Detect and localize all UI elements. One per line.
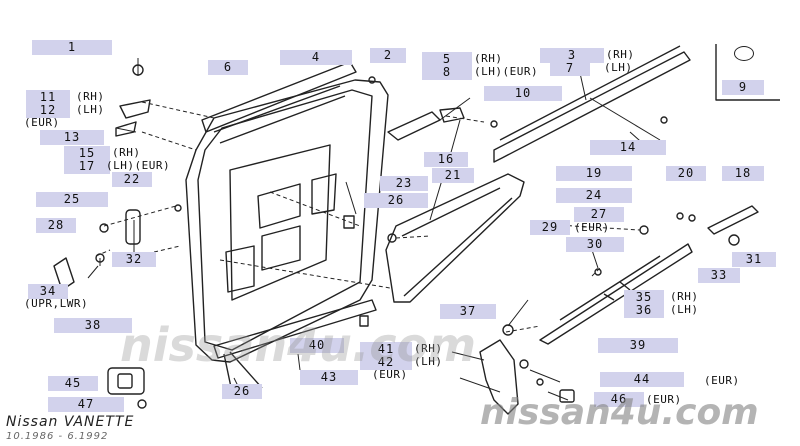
part-label-26a[interactable]: 26 <box>364 193 428 208</box>
note-8: (LH)(EUR) <box>474 65 539 78</box>
part-label-17[interactable]: 17 <box>64 159 110 174</box>
part-label-28[interactable]: 28 <box>36 218 76 233</box>
part-label-47[interactable]: 47 <box>48 397 124 412</box>
part-label-45[interactable]: 45 <box>48 376 98 391</box>
part-label-2[interactable]: 2 <box>370 48 406 63</box>
part-label-11[interactable]: 11 <box>26 90 70 105</box>
part-label-15[interactable]: 15 <box>64 146 110 161</box>
part-label-1[interactable]: 1 <box>32 40 112 55</box>
part-label-4[interactable]: 4 <box>280 50 352 65</box>
part-label-36[interactable]: 36 <box>624 303 664 318</box>
part-label-6[interactable]: 6 <box>208 60 248 75</box>
note-44: (EUR) <box>704 374 740 387</box>
part-label-35[interactable]: 35 <box>624 290 664 305</box>
part-label-24[interactable]: 24 <box>556 188 632 203</box>
door-frame <box>185 79 389 363</box>
note-5: (RH) <box>474 52 503 65</box>
note-11: (RH) <box>76 90 105 103</box>
watermark-bottom-right: nissan4u.com <box>480 392 759 433</box>
part-label-26b[interactable]: 26 <box>222 384 262 399</box>
part-label-43[interactable]: 43 <box>300 370 358 385</box>
part-label-41[interactable]: 41 <box>360 342 412 357</box>
part-label-31[interactable]: 31 <box>732 252 776 267</box>
note-7: (LH) <box>604 61 633 74</box>
note-35: (RH) <box>670 290 699 303</box>
part-label-38[interactable]: 38 <box>54 318 132 333</box>
part-label-18[interactable]: 18 <box>722 166 764 181</box>
note-27: (EUR) <box>574 221 610 234</box>
upper-roller <box>387 107 465 141</box>
part-label-25[interactable]: 25 <box>36 192 108 207</box>
part-label-34[interactable]: 34 <box>28 284 68 299</box>
note-3: (RH) <box>606 48 635 61</box>
part-label-29[interactable]: 29 <box>530 220 570 235</box>
note-15: (RH) <box>112 146 141 159</box>
part-label-33[interactable]: 33 <box>698 268 740 283</box>
trim-panel <box>385 173 525 303</box>
model-name: Nissan VANETTE <box>6 414 135 430</box>
note-46: (EUR) <box>646 393 682 406</box>
part-label-5[interactable]: 5 <box>422 52 472 67</box>
part-label-16[interactable]: 16 <box>424 152 468 167</box>
part-label-39[interactable]: 39 <box>598 338 678 353</box>
watermark-center: nissan4u.com <box>120 318 477 372</box>
part-label-3[interactable]: 3 <box>540 48 604 63</box>
note-42-eur: (EUR) <box>372 368 408 381</box>
part-label-14[interactable]: 14 <box>590 140 666 155</box>
production-dates: 10.1986 - 6.1992 <box>6 431 109 442</box>
note-34: (UPR,LWR) <box>24 297 89 310</box>
lower-rail <box>539 243 693 345</box>
note-12: (LH) <box>76 103 105 116</box>
part-label-8[interactable]: 8 <box>422 65 472 80</box>
part-label-44[interactable]: 44 <box>600 372 684 387</box>
note-36: (LH) <box>670 303 699 316</box>
door-weatherstrip <box>197 89 373 351</box>
part-label-37[interactable]: 37 <box>440 304 496 319</box>
key-icon <box>734 46 754 61</box>
part-label-46[interactable]: 46 <box>594 392 644 407</box>
part-label-10[interactable]: 10 <box>484 86 562 101</box>
sill-molding <box>213 299 377 359</box>
note-41: (RH) <box>414 342 443 355</box>
window-channel <box>201 61 357 133</box>
note-12-eur: (EUR) <box>24 116 60 129</box>
part-label-9[interactable]: 9 <box>722 80 764 95</box>
part-label-7[interactable]: 7 <box>550 61 590 76</box>
part-label-32[interactable]: 32 <box>112 252 156 267</box>
part-label-30[interactable]: 30 <box>566 237 624 252</box>
part-label-19[interactable]: 19 <box>556 166 632 181</box>
part-label-13[interactable]: 13 <box>40 130 104 145</box>
part-label-23[interactable]: 23 <box>380 176 428 191</box>
lower-roller-bracket <box>479 339 519 415</box>
part-label-20[interactable]: 20 <box>666 166 706 181</box>
part-label-42[interactable]: 42 <box>360 355 412 370</box>
part-label-21[interactable]: 21 <box>432 168 474 183</box>
upper-rail <box>493 51 691 163</box>
part-label-27[interactable]: 27 <box>574 207 624 222</box>
note-17: (LH)(EUR) <box>106 159 171 172</box>
part-label-12[interactable]: 12 <box>26 103 70 118</box>
part-label-22[interactable]: 22 <box>112 172 152 187</box>
note-42: (LH) <box>414 355 443 368</box>
part-label-40[interactable]: 40 <box>290 338 344 353</box>
